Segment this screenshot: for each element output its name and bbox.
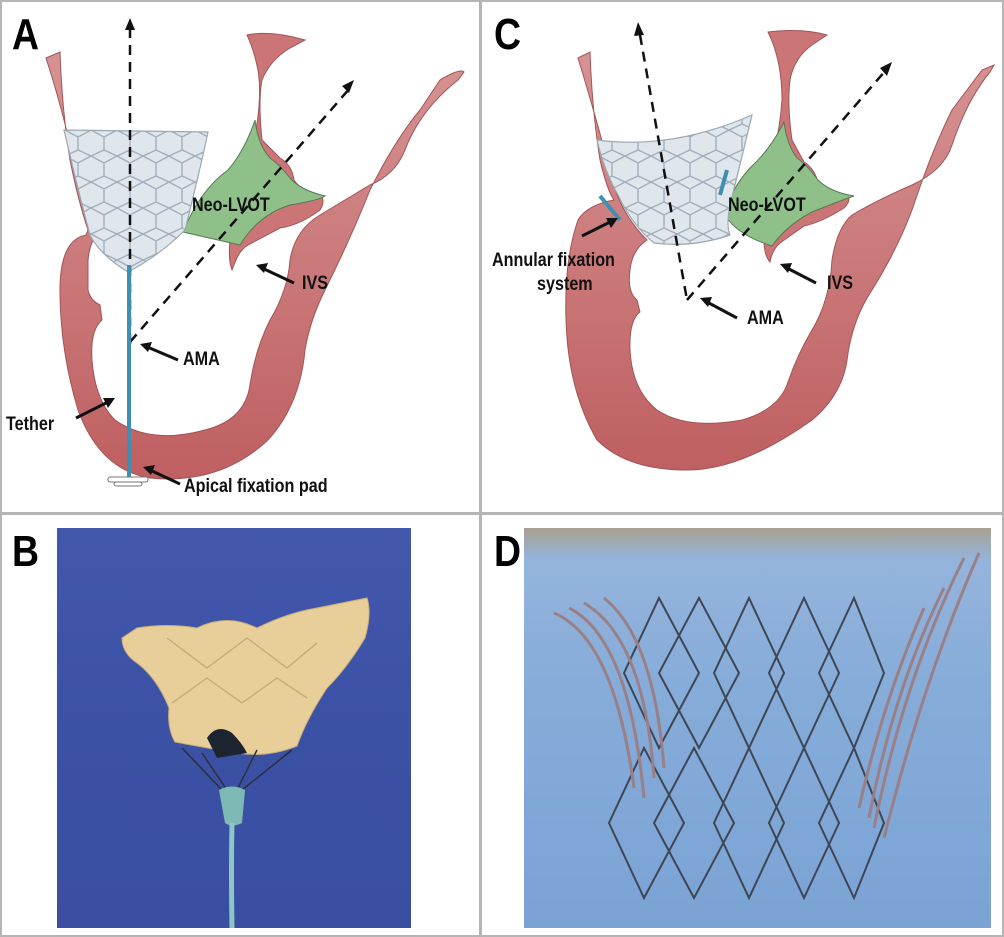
panel-label-a: A bbox=[12, 10, 39, 59]
arrowhead-icon bbox=[342, 80, 354, 93]
axis-line-1 bbox=[638, 34, 689, 301]
stent-photo-drawing bbox=[553, 552, 981, 901]
myocardium-wall bbox=[565, 51, 996, 471]
apical-pad-shape bbox=[107, 476, 149, 483]
label-neo-lvot: Neo-LVOT bbox=[192, 195, 270, 216]
valve-opening bbox=[207, 729, 247, 758]
stent-diamond-mesh bbox=[607, 595, 886, 901]
valve-mesh-pattern bbox=[64, 130, 208, 272]
valve-leaflet-material bbox=[121, 597, 370, 755]
arrowhead-icon bbox=[880, 62, 892, 76]
panel-c: C Neo-LVOT IVS AMA Annular fixation syst… bbox=[482, 0, 1004, 512]
arrow-ivs bbox=[261, 266, 295, 285]
valve-mesh-pattern bbox=[597, 115, 752, 245]
tether-knot bbox=[219, 786, 245, 826]
stent-flared-arms bbox=[553, 552, 981, 839]
label-apical-fixation-pad: Apical fixation pad bbox=[184, 476, 328, 497]
panel-a-illustration bbox=[45, 18, 465, 487]
neo-lvot-region bbox=[724, 120, 855, 247]
myocardium-wall bbox=[45, 51, 465, 480]
panel-label-d: D bbox=[494, 527, 521, 576]
arrowhead-icon bbox=[780, 263, 792, 273]
arrowhead-icon bbox=[103, 398, 115, 408]
vertical-divider bbox=[479, 0, 482, 937]
label-ama: AMA bbox=[183, 349, 220, 370]
panel-b: B bbox=[0, 515, 479, 937]
arrow-annular bbox=[581, 220, 611, 238]
label-annular-fixation-line1: Annular fixation bbox=[492, 250, 615, 271]
arrowhead-icon bbox=[140, 342, 152, 352]
label-tether: Tether bbox=[6, 414, 55, 435]
arrowhead-icon bbox=[606, 218, 618, 228]
tether-struts bbox=[181, 747, 293, 791]
panel-c-illustration bbox=[565, 22, 996, 471]
horizontal-divider bbox=[0, 512, 1004, 515]
label-ivs: IVS bbox=[302, 273, 329, 294]
frame-struts bbox=[171, 677, 308, 704]
neo-lvot-region bbox=[182, 119, 327, 246]
arrow-ama bbox=[144, 344, 179, 362]
arrowhead-icon bbox=[143, 465, 155, 475]
panel-a: A Neo-LVOT IVS AMA Tether Apical fixatio… bbox=[0, 0, 479, 512]
label-ivs: IVS bbox=[827, 273, 854, 294]
tether-cord bbox=[229, 822, 235, 928]
annular-clip-left bbox=[598, 194, 622, 222]
arrowhead-icon bbox=[634, 22, 644, 36]
arrowhead-icon bbox=[256, 263, 268, 273]
arrow-tether bbox=[75, 400, 109, 420]
panel-d: D bbox=[482, 515, 1004, 937]
photo-tethered-valve bbox=[57, 528, 411, 928]
frame-struts bbox=[166, 637, 318, 669]
apical-pad-base bbox=[113, 481, 143, 487]
arrowhead-icon bbox=[125, 18, 135, 30]
arrow-apical-pad bbox=[149, 468, 181, 486]
panel-label-c: C bbox=[494, 10, 521, 59]
axis-line-oblique bbox=[129, 87, 351, 343]
panel-label-b: B bbox=[12, 527, 39, 576]
annular-clip-right bbox=[718, 169, 729, 196]
label-annular-fixation-line2: system bbox=[537, 274, 593, 295]
valve-photo-drawing bbox=[121, 597, 370, 928]
label-ama: AMA bbox=[747, 308, 784, 329]
photo-stent-frame bbox=[524, 528, 991, 928]
arrow-ivs bbox=[786, 266, 817, 285]
label-neo-lvot: Neo-LVOT bbox=[728, 195, 806, 216]
arrowhead-icon bbox=[700, 297, 712, 307]
arrow-ama bbox=[706, 300, 738, 320]
